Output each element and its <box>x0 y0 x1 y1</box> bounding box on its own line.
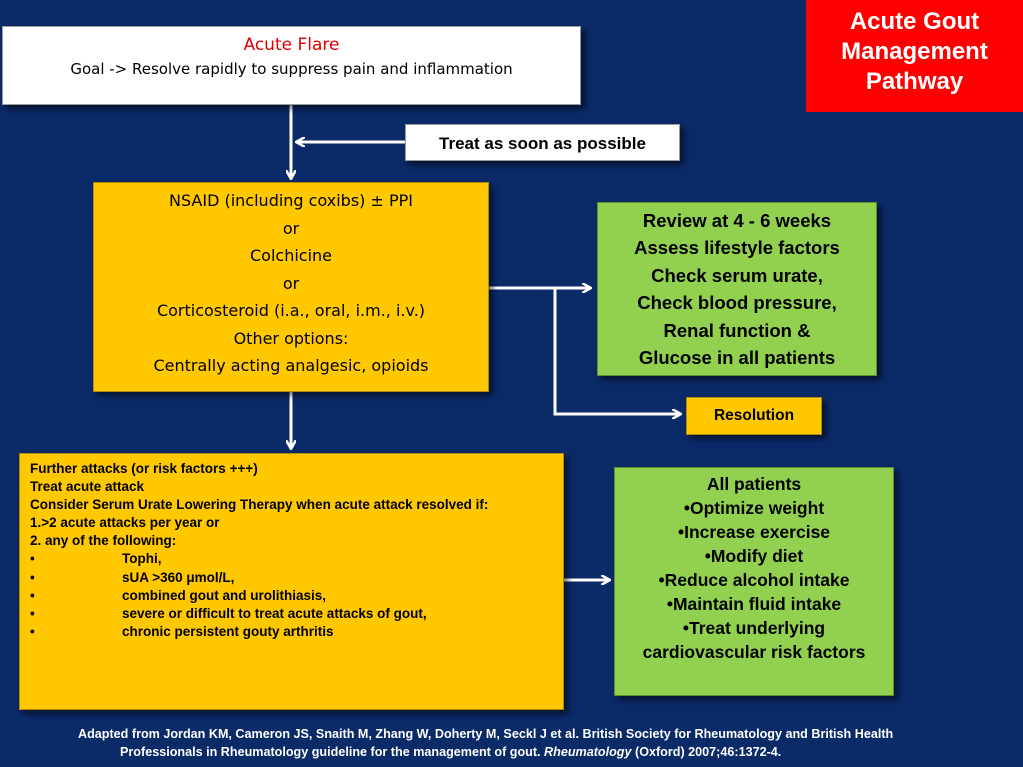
arrow-treatment-to-resolution <box>553 288 680 414</box>
treatment-line: Colchicine <box>249 246 332 265</box>
further-line: 2. any of the following: <box>30 533 177 549</box>
all-patients-line: •Reduce alcohol intake <box>658 570 850 590</box>
treatment-options-box: NSAID (including coxibs) ± PPI or Colchi… <box>93 182 489 392</box>
treat-asap-box: Treat as soon as possible <box>405 124 680 161</box>
citation-text: (Oxford) 2007;46:1372-4. <box>631 745 782 759</box>
acute-flare-heading: Acute Flare <box>243 35 340 55</box>
all-patients-line: •Maintain fluid intake <box>666 594 842 614</box>
acute-flare-goal: Goal -> Resolve rapidly to suppress pain… <box>70 60 513 78</box>
further-line: Further attacks (or risk factors +++) <box>30 461 258 476</box>
criteria-bullet: • severe or difficult to treat acute att… <box>30 605 553 623</box>
all-patients-line: cardiovascular risk factors <box>642 642 866 662</box>
all-patients-line: •Increase exercise <box>677 522 831 542</box>
review-line: Assess lifestyle factors <box>634 237 840 259</box>
title-line: Management <box>841 38 988 65</box>
bullet-text: severe or difficult to treat acute attac… <box>122 605 427 621</box>
treatment-line: Corticosteroid (i.a., oral, i.m., i.v.) <box>156 301 426 320</box>
criteria-bullet: • chronic persistent gouty arthritis <box>30 623 553 641</box>
bullet-marker: • <box>30 569 35 585</box>
title-box: Acute Gout Management Pathway <box>806 0 1023 112</box>
citation: Adapted from Jordan KM, Cameron JS, Snai… <box>78 725 1008 761</box>
further-line: Treat acute attack <box>30 479 145 495</box>
all-patients-line: •Optimize weight <box>683 498 825 518</box>
title-line: Acute Gout <box>849 8 980 35</box>
all-patients-line: •Modify diet <box>704 546 804 566</box>
further-attacks-box: Further attacks (or risk factors +++) Tr… <box>19 453 564 710</box>
citation-journal: Rheumatology <box>544 745 632 759</box>
treatment-line: Other options: <box>233 328 349 348</box>
bullet-marker: • <box>30 551 35 567</box>
resolution-box: Resolution <box>686 397 822 435</box>
acute-flare-box: Acute Flare Goal -> Resolve rapidly to s… <box>2 26 581 105</box>
review-line: Renal function & <box>663 319 811 341</box>
title-line: Pathway <box>865 68 964 95</box>
further-line: Consider Serum Urate Lowering Therapy wh… <box>30 497 489 513</box>
bullet-marker: • <box>30 605 35 621</box>
all-patients-line: All patients <box>706 474 802 494</box>
review-line: Glucose in all patients <box>638 347 836 369</box>
review-line: Check serum urate, <box>651 264 823 286</box>
citation-line-2: Professionals in Rheumatology guideline … <box>78 743 1008 761</box>
criteria-bullet: • Tophi, <box>30 550 553 568</box>
review-line: Review at 4 - 6 weeks <box>642 210 832 231</box>
treatment-line: or <box>282 273 300 293</box>
bullet-text: combined gout and urolithiasis, <box>122 587 327 603</box>
treatment-line: or <box>282 218 300 238</box>
bullet-text: sUA >360 μmol/L, <box>122 569 235 585</box>
bullet-text: Tophi, <box>122 551 162 567</box>
further-line: 1.>2 acute attacks per year or <box>30 515 220 531</box>
criteria-bullet: • combined gout and urolithiasis, <box>30 587 553 605</box>
all-patients-line: •Treat underlying <box>682 618 826 638</box>
all-patients-box: All patients •Optimize weight •Increase … <box>614 467 894 696</box>
treatment-line: Centrally acting analgesic, opioids <box>153 356 429 375</box>
treatment-line: NSAID (including coxibs) ± PPI <box>168 191 414 210</box>
bullet-marker: • <box>30 587 35 603</box>
review-box: Review at 4 - 6 weeks Assess lifestyle f… <box>597 202 877 376</box>
bullet-text: chronic persistent gouty arthritis <box>122 623 334 639</box>
bullet-marker: • <box>30 623 35 639</box>
citation-line-1: Adapted from Jordan KM, Cameron JS, Snai… <box>78 727 894 741</box>
criteria-bullet: • sUA >360 μmol/L, <box>30 569 553 587</box>
review-line: Check blood pressure, <box>637 292 837 314</box>
citation-text: Professionals in Rheumatology guideline … <box>120 745 545 759</box>
